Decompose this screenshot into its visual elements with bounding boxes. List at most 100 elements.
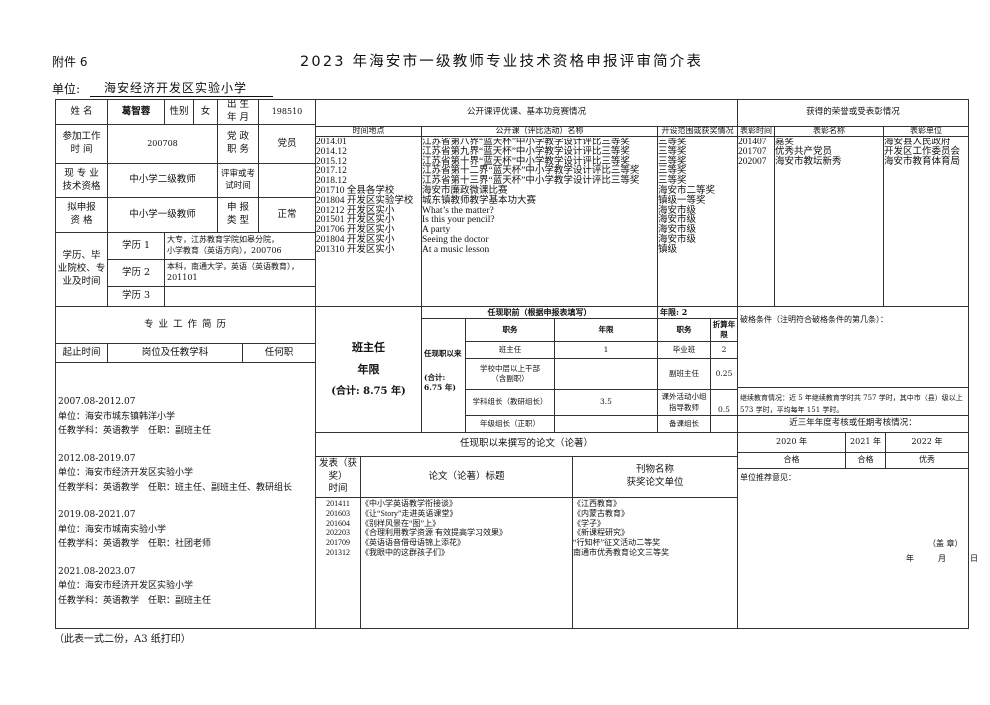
work-start-value: 200708 xyxy=(107,124,218,164)
education-label: 学历、毕 业院校、专 业及时间 xyxy=(55,232,108,307)
lesson-time: 2014.01 xyxy=(316,138,347,147)
edu-3-value xyxy=(164,286,316,307)
birth-value: 198510 xyxy=(258,99,316,125)
unit-label: 单位: xyxy=(52,82,81,96)
lesson-award: 三等奖 xyxy=(658,176,687,187)
lesson-name: What’s the matter? xyxy=(422,205,494,216)
lesson-time: 201804 开发区实验学校 xyxy=(316,195,414,206)
lesson-award: 三等奖 xyxy=(658,138,687,147)
edu-2-value: 本科，南通大学，英语（英语教育）， 201101 xyxy=(164,259,316,287)
name-label: 姓 名 xyxy=(55,99,108,125)
lesson-name: 城东镇教师教学基本功大赛 xyxy=(422,195,537,206)
lesson-award: 三等奖 xyxy=(658,146,687,157)
col-header-years: 年限 xyxy=(554,318,658,342)
work-history-title: 专 业 工 作 简 历 xyxy=(55,306,316,344)
ht-cell: 0.5 xyxy=(710,389,738,416)
honor-time: 201407 xyxy=(738,138,767,147)
lesson-name: 江苏省第九界“蓝天杯”中小学教学设计评比三等奖 xyxy=(422,146,630,157)
paper-time: 201312 xyxy=(326,547,350,557)
date-label: 年 月 日 xyxy=(906,554,978,563)
lesson-award: 海安市级 xyxy=(658,225,697,236)
assessment-result-2020: 合格 xyxy=(737,452,846,469)
honor-unit: 开发区工作委员会 xyxy=(884,146,961,157)
lesson-name: 海安市廉政微课比赛 xyxy=(422,185,508,196)
work-entry: 2021.08-2023.07 单位：海安市经济开发区实验小学 任教学科：英语教… xyxy=(58,566,212,606)
lesson-time: 201710 全县各学校 xyxy=(316,185,395,196)
assessment-result-2021: 合格 xyxy=(845,452,886,469)
paper-title: 《英语语音借母语锦上添花》 xyxy=(361,538,465,548)
paper-title: 《我眼中的这群孩子们》 xyxy=(361,547,449,557)
work-entry: 2007.08-2012.07 单位：海安市城东镇韩洋小学 任教学科：英语教学 … xyxy=(58,397,212,436)
lesson-award: 镇级 xyxy=(658,244,678,255)
work-header-role: 任何职 xyxy=(242,343,316,363)
exception-conditions: 破格条件（注明符合破格条件的第几条）： xyxy=(737,306,969,388)
lesson-name: 江苏省第十二界“蓝天杯”中小学教学设计评比三等奖 xyxy=(422,166,640,177)
lesson-name: Is this your pencil? xyxy=(422,215,495,226)
paper-journal: “行知杯”征文活动二等奖 xyxy=(573,538,661,548)
paper-journal: 《学子》 xyxy=(573,518,605,528)
lesson-name: A party xyxy=(422,225,451,236)
edu-2-label: 学历 2 xyxy=(107,259,165,287)
seal-label: （盖 章） xyxy=(928,539,963,548)
apply-title-label: 拟申报 资 格 xyxy=(55,197,108,233)
lesson-award: 三等奖 xyxy=(658,166,687,177)
apply-type-label: 申 报 类 型 xyxy=(217,197,259,233)
ht-cell: 年级组长（正职） xyxy=(465,415,555,433)
work-history-body: 2007.08-2012.07 单位：海安市城东镇韩洋小学 任教学科：英语教学 … xyxy=(55,362,316,629)
lesson-time: 201310 开发区实小 xyxy=(316,244,395,255)
lesson-time: 2018.12 xyxy=(316,176,347,187)
current-title-value: 中小学二级教师 xyxy=(107,163,218,198)
paper-title: 《合理利用教学资源 有效提高学习效果》 xyxy=(361,528,507,538)
papers-header-time: 发表（获奖） 时间 xyxy=(315,456,361,498)
footnote: （此表一式二份，A3 纸打印） xyxy=(54,634,191,645)
paper-time: 201411 xyxy=(326,499,350,508)
ht-cell: 学科组长（教研组长） xyxy=(465,389,555,416)
party-value: 党员 xyxy=(258,124,316,164)
paper-time: 201603 xyxy=(326,508,350,518)
lesson-award: 海安市级 xyxy=(658,234,697,245)
lesson-time: 2015.12 xyxy=(316,156,347,167)
assessment-year-2022: 2022 年 xyxy=(885,432,969,453)
ht-cell: 备课组长 xyxy=(657,415,711,433)
honors-title: 获得的荣誉或受表彰情况 xyxy=(737,99,969,127)
head-teacher-label: 班主任 年限 (合计: 8.75 年) xyxy=(315,306,422,433)
lesson-name: 江苏省第十三界“蓝天杯”中小学教学设计评比三等奖 xyxy=(422,176,640,187)
recommendation-box: 单位推荐意见： xyxy=(737,468,969,629)
continuing-education: 继续教育情况：近 5 年继续教育学时共 757 学时，其中市（县）级以上 573… xyxy=(737,387,969,416)
edu-1-value: 大专，江苏教育学院如皋分院， 小学教育（英语方向），200706 xyxy=(164,232,316,260)
honor-time: 201707 xyxy=(738,146,767,157)
honor-unit: 海安县人民政府 xyxy=(884,138,951,147)
lesson-award: 三等奖 xyxy=(658,156,687,167)
assessment-year-2020: 2020 年 xyxy=(737,432,846,453)
honor-name: 优秀共产党员 xyxy=(775,146,833,157)
paper-journal: 《内蒙古教育》 xyxy=(573,508,629,518)
work-entry: 2019.08-2021.07 单位：海安市城南实验小学 任教学科：英语教学 任… xyxy=(58,510,212,549)
attachment-label: 附件 6 xyxy=(52,55,88,69)
ht-cell: 2 xyxy=(710,341,738,359)
paper-title: 《让“Story”走进英语课堂》 xyxy=(361,508,458,518)
ht-cell: 1 xyxy=(554,341,658,359)
party-label: 党 政 职 务 xyxy=(217,124,259,164)
papers-header-journal: 刊物名称 获奖论文单位 xyxy=(572,456,738,498)
gender-label: 性别 xyxy=(164,99,194,125)
lesson-time: 201212 开发区实小 xyxy=(316,205,395,216)
review-time-label: 评审或考 试时间 xyxy=(217,163,259,198)
ht-cell: 课外活动小组 指导教师 xyxy=(657,389,711,416)
col-header-post2: 职务 xyxy=(657,318,711,342)
lesson-award: 海安市二等奖 xyxy=(658,185,716,196)
assessment-result-2022: 优秀 xyxy=(885,452,969,469)
honor-time: 202007 xyxy=(738,156,767,167)
ht-cell xyxy=(710,415,738,433)
edu-1-label: 学历 1 xyxy=(107,232,165,260)
work-entry: 2012.08-2019.07 单位：海安市经济开发区实验小学 任教学科：英语教… xyxy=(58,453,293,493)
ht-cell: 副班主任 xyxy=(657,358,711,390)
honor-name: 海安市教坛新秀 xyxy=(775,156,842,167)
lesson-name: 江苏省第十界“蓝天杯”中小学教学设计评比三等奖 xyxy=(422,156,630,167)
ht-cell xyxy=(554,415,658,433)
work-header-period: 起止时间 xyxy=(55,343,108,363)
assessment-title: 近三年年度考核或任期考核情况： xyxy=(737,415,969,433)
lesson-award: 海安市级 xyxy=(658,205,697,216)
paper-journal: 南通市优秀教育论文三等奖 xyxy=(573,547,669,557)
birth-label: 出 生 年 月 xyxy=(217,99,259,125)
col-header-converted: 折算年限 xyxy=(710,318,738,342)
